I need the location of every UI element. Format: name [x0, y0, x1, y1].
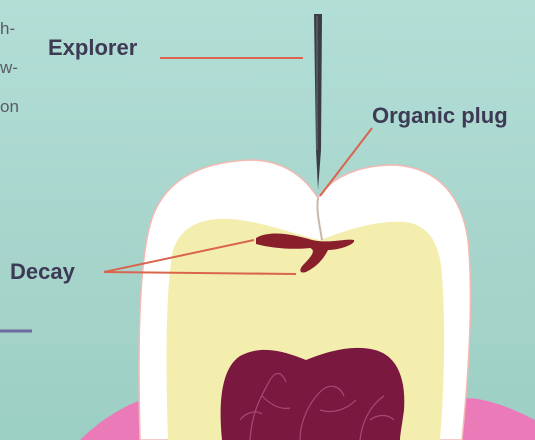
organic-plug-label: Organic plug	[372, 103, 508, 129]
pulp	[221, 348, 405, 440]
decay-label: Decay	[10, 259, 75, 285]
explorer-label: Explorer	[48, 35, 137, 61]
explorer-instrument	[314, 14, 322, 190]
gum-right	[455, 398, 535, 440]
